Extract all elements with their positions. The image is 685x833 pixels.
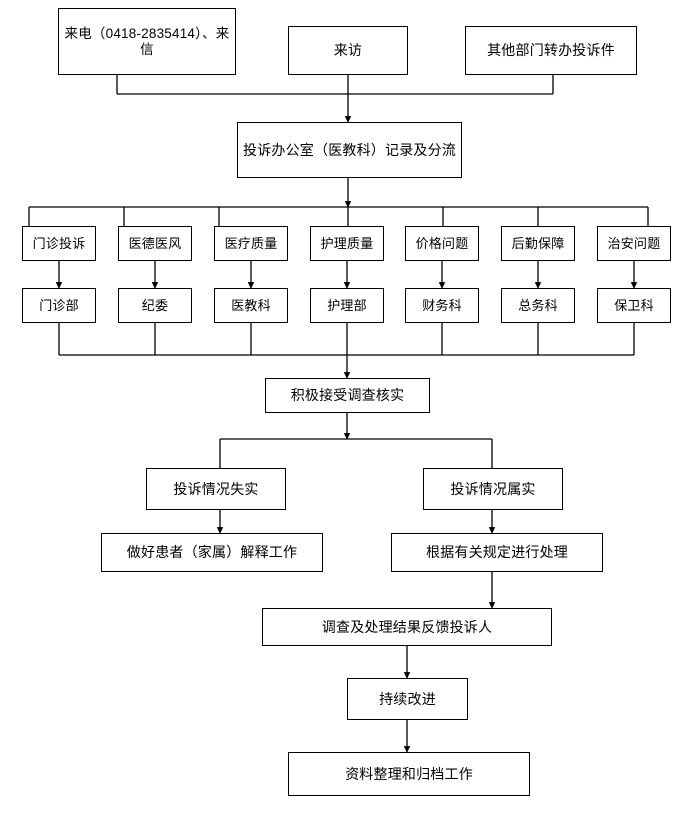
node-category-0[interactable]: 门诊投诉 bbox=[22, 226, 96, 261]
node-action-explain-label: 做好患者（家属）解释工作 bbox=[126, 544, 298, 561]
node-intake-call-letter[interactable]: 来电（0418-2835414）、来信 bbox=[58, 8, 236, 75]
node-dispatch-office-label: 投诉办公室（医教科）记录及分流 bbox=[243, 141, 456, 158]
node-investigate-label: 积极接受调查核实 bbox=[290, 387, 405, 404]
node-intake-visit[interactable]: 来访 bbox=[288, 26, 408, 75]
node-category-1-label: 医德医风 bbox=[128, 235, 182, 251]
node-department-3[interactable]: 护理部 bbox=[310, 288, 384, 323]
node-category-1[interactable]: 医德医风 bbox=[118, 226, 192, 261]
node-outcome-true[interactable]: 投诉情况属实 bbox=[423, 468, 563, 510]
node-improve-label: 持续改进 bbox=[379, 690, 436, 707]
node-department-6-label: 保卫科 bbox=[614, 297, 654, 313]
node-department-5[interactable]: 总务科 bbox=[501, 288, 575, 323]
node-dispatch-office[interactable]: 投诉办公室（医教科）记录及分流 bbox=[237, 122, 462, 178]
node-department-2[interactable]: 医教科 bbox=[214, 288, 288, 323]
node-category-3-label: 护理质量 bbox=[320, 235, 374, 251]
node-department-1[interactable]: 纪委 bbox=[118, 288, 192, 323]
node-department-2-label: 医教科 bbox=[231, 297, 271, 313]
node-category-6[interactable]: 治安问题 bbox=[597, 226, 671, 261]
node-department-4[interactable]: 财务科 bbox=[405, 288, 479, 323]
node-category-4[interactable]: 价格问题 bbox=[405, 226, 479, 261]
node-category-0-label: 门诊投诉 bbox=[32, 235, 86, 251]
node-category-2[interactable]: 医疗质量 bbox=[214, 226, 288, 261]
node-category-5-label: 后勤保障 bbox=[511, 235, 565, 251]
node-department-6[interactable]: 保卫科 bbox=[597, 288, 671, 323]
node-improve[interactable]: 持续改进 bbox=[347, 678, 468, 720]
node-feedback-label: 调查及处理结果反馈投诉人 bbox=[321, 618, 493, 635]
node-outcome-false-label: 投诉情况失实 bbox=[173, 480, 259, 497]
node-department-4-label: 财务科 bbox=[422, 297, 462, 313]
node-action-handle-label: 根据有关规定进行处理 bbox=[426, 544, 568, 561]
node-department-1-label: 纪委 bbox=[141, 297, 169, 313]
node-archive-label: 资料整理和归档工作 bbox=[345, 765, 473, 782]
node-feedback[interactable]: 调查及处理结果反馈投诉人 bbox=[262, 608, 552, 646]
node-department-3-label: 护理部 bbox=[327, 297, 367, 313]
node-intake-call-letter-label: 来电（0418-2835414）、来信 bbox=[64, 25, 230, 57]
node-category-3[interactable]: 护理质量 bbox=[310, 226, 384, 261]
node-archive[interactable]: 资料整理和归档工作 bbox=[288, 752, 530, 796]
node-department-5-label: 总务科 bbox=[518, 297, 558, 313]
node-category-5[interactable]: 后勤保障 bbox=[501, 226, 575, 261]
node-action-explain[interactable]: 做好患者（家属）解释工作 bbox=[101, 533, 323, 572]
node-outcome-false[interactable]: 投诉情况失实 bbox=[146, 468, 286, 510]
node-department-0[interactable]: 门诊部 bbox=[22, 288, 96, 323]
node-department-0-label: 门诊部 bbox=[39, 297, 79, 313]
node-action-handle[interactable]: 根据有关规定进行处理 bbox=[391, 533, 603, 572]
node-intake-visit-label: 来访 bbox=[333, 42, 363, 59]
node-intake-transfer[interactable]: 其他部门转办投诉件 bbox=[465, 26, 637, 75]
node-category-2-label: 医疗质量 bbox=[224, 235, 278, 251]
node-category-4-label: 价格问题 bbox=[415, 235, 469, 251]
node-outcome-true-label: 投诉情况属实 bbox=[450, 480, 536, 497]
node-category-6-label: 治安问题 bbox=[607, 235, 661, 251]
node-intake-transfer-label: 其他部门转办投诉件 bbox=[487, 42, 615, 59]
node-investigate[interactable]: 积极接受调查核实 bbox=[265, 378, 430, 413]
